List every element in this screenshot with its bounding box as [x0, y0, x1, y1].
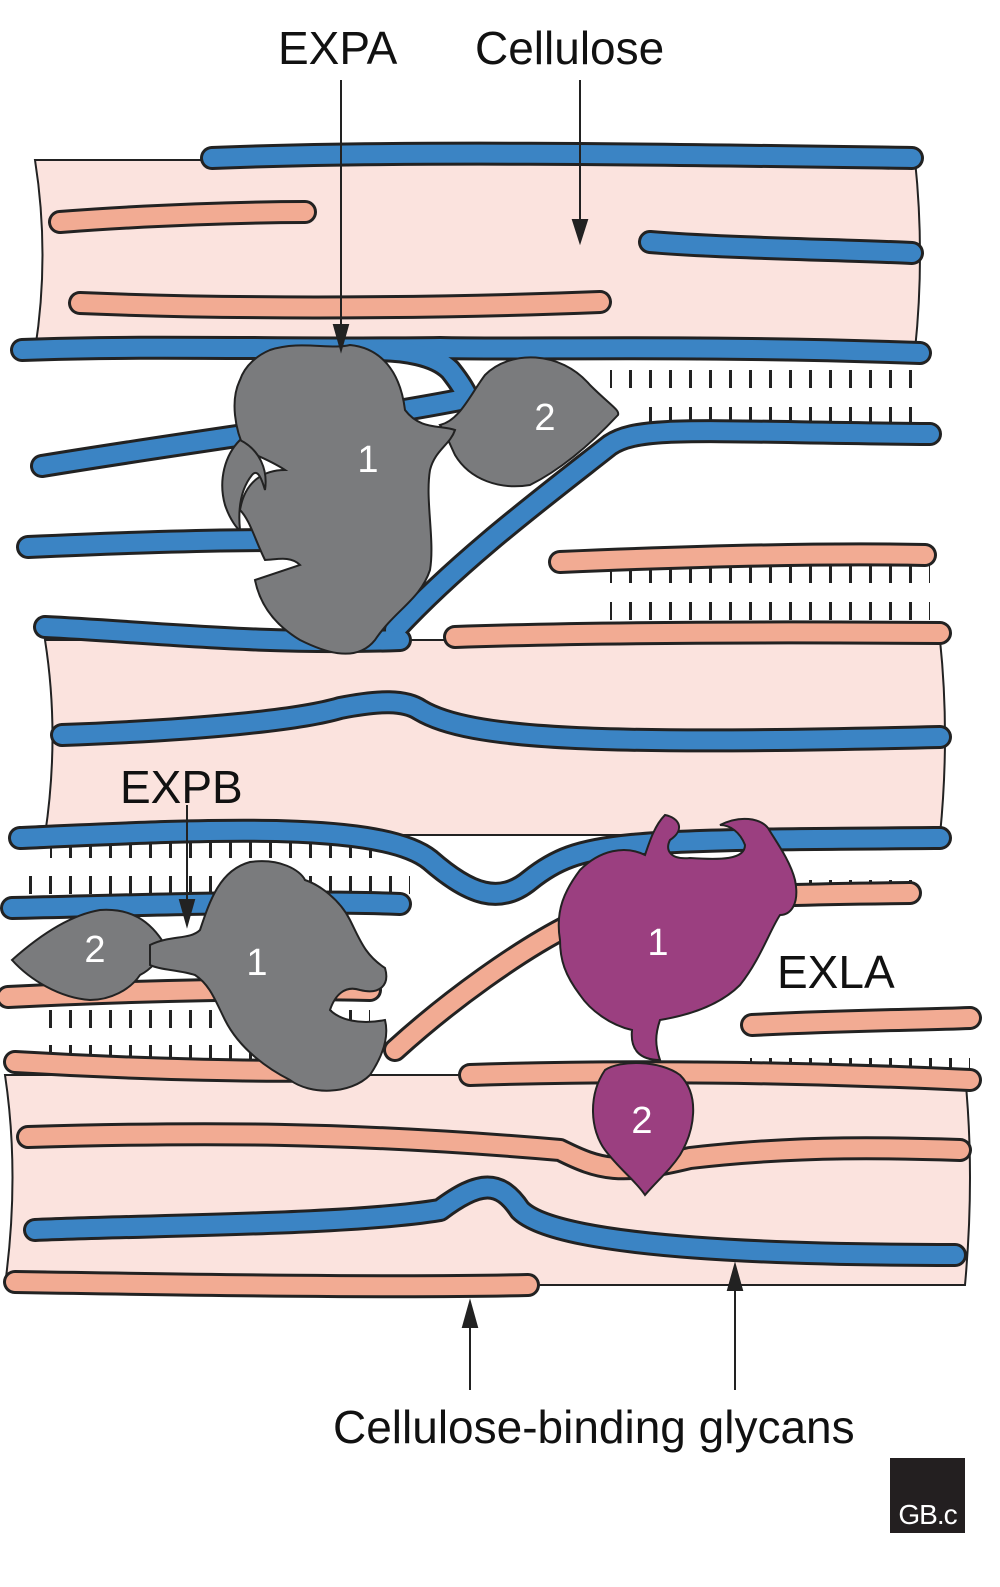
cellulose-label: Cellulose: [475, 22, 664, 74]
salmon-glycan: [446, 623, 949, 646]
exla-domain-1-label: 1: [647, 922, 668, 964]
expb-label: EXPB: [120, 761, 243, 813]
cellulose-binding-glycans-label: Cellulose-binding glycans: [333, 1401, 855, 1453]
expb-arrowhead: [178, 899, 196, 929]
cellulose-arrowhead: [571, 219, 589, 246]
expa-claw: [221, 438, 267, 532]
expa-protein: 1 2: [221, 343, 620, 655]
expa-label: EXPA: [278, 22, 398, 74]
salmon-glycan: [6, 1273, 537, 1296]
blue-glycan-group: [3, 144, 964, 1264]
salmon-glycan: [743, 1009, 979, 1034]
blue-glycan: [53, 693, 949, 750]
salmon-glycan: [51, 203, 314, 231]
tick-row: [610, 602, 930, 620]
expa-domain-1-label: 1: [357, 439, 378, 481]
glycan-arrowhead-left: [461, 1298, 479, 1328]
exla-domain-2: [592, 1062, 695, 1197]
glycan-arrowhead-right: [726, 1261, 744, 1291]
expb-domain-2-label: 2: [84, 929, 105, 971]
expa-domain-1: [233, 343, 457, 655]
blue-glycan: [19, 531, 287, 556]
expb-domain-1-label: 1: [246, 942, 267, 984]
tick-row: [610, 370, 920, 388]
expa-domain-2-label: 2: [534, 397, 555, 439]
salmon-glycan: [71, 293, 609, 317]
blue-glycan: [13, 338, 929, 362]
salmon-glycan: [461, 1063, 979, 1089]
exla-label: EXLA: [777, 946, 895, 998]
blue-glycan: [641, 233, 921, 262]
blue-glycan: [26, 1178, 964, 1264]
exla-domain-1: [557, 813, 798, 1062]
tick-row: [610, 565, 930, 583]
blue-glycan: [203, 144, 921, 167]
expb-domain-1: [149, 860, 388, 1092]
expb-protein: 2 1: [10, 860, 388, 1092]
exla-protein: 1 2: [557, 813, 798, 1197]
expa-domain-2: [438, 356, 620, 488]
publisher-logo: GB.c: [890, 1458, 965, 1533]
logo-text: GB.c: [898, 1499, 957, 1530]
exla-domain-2-label: 2: [631, 1100, 652, 1142]
blue-glycan: [386, 422, 939, 639]
expa-arrowhead: [332, 324, 350, 354]
salmon-glycan: [19, 1125, 969, 1178]
salmon-glycan: [551, 545, 934, 571]
